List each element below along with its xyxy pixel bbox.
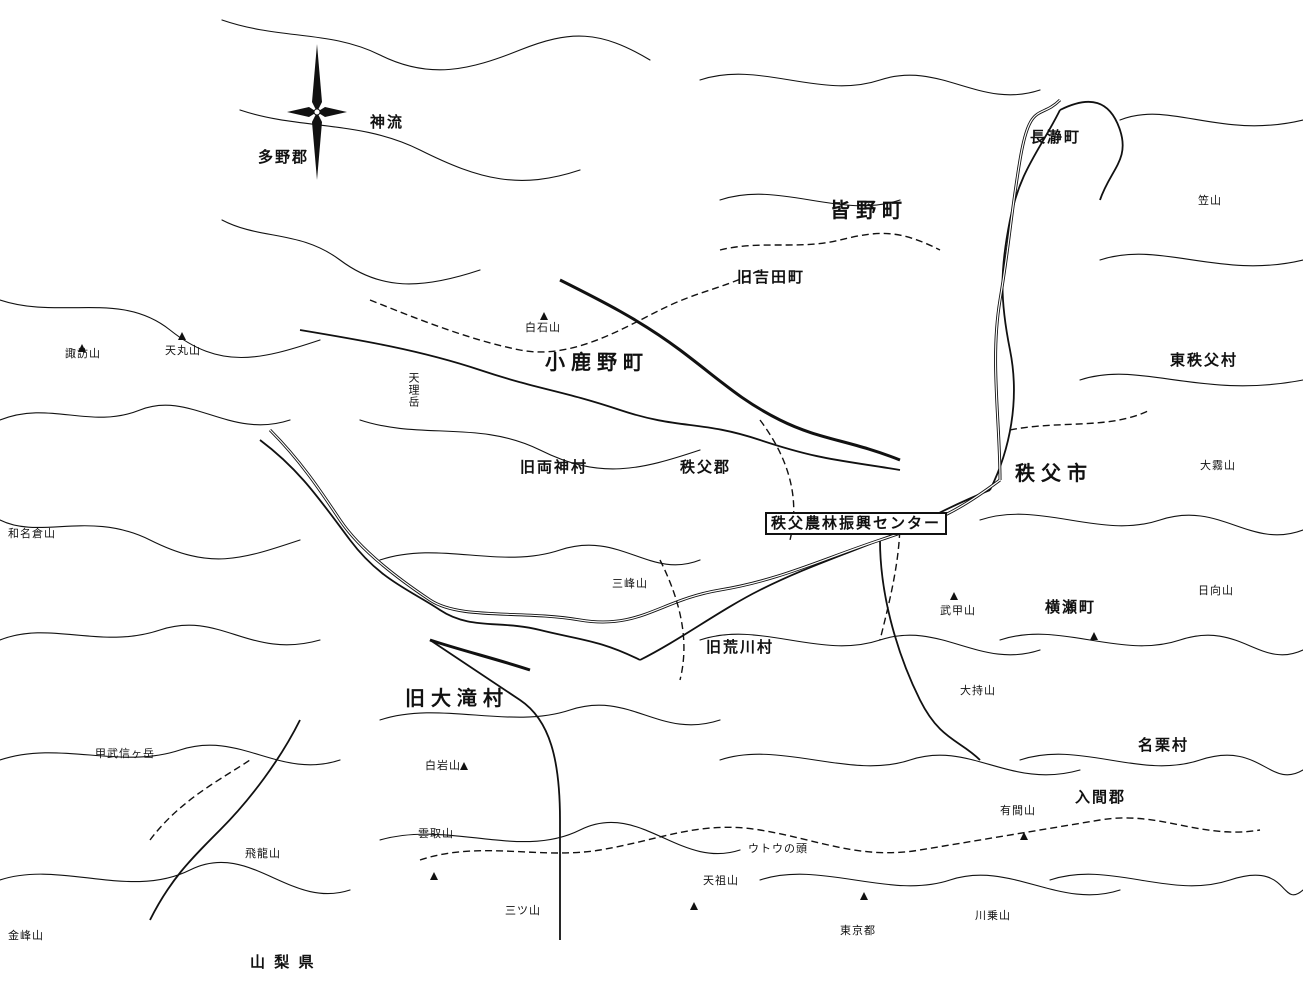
label-hiryu: 飛龍山 [245,847,281,860]
label-chichibu-city: 秩父市 [1015,461,1093,485]
contour-lines [0,19,1303,896]
label-naguri: 名栗村 [1138,736,1190,754]
label-shiraishi: 白石山 [525,321,561,334]
label-tenmaru: 天丸山 [165,344,201,357]
rivers [149,101,1124,940]
label-aritsu: 有間山 [1000,804,1036,817]
label-nikko: 日向山 [1198,584,1234,597]
label-sanpo: 三峰山 [612,577,648,590]
label-iruma-gun: 入間郡 [1075,788,1127,806]
label-minano: 皆野町 [830,198,908,222]
label-ogano: 小鹿野町 [545,350,649,374]
label-yokoze: 横瀬町 [1045,598,1097,616]
peak-marks [78,312,1098,910]
label-mitsuyama: 三ツ山 [505,904,541,917]
label-chichibu-gun: 秩父郡 [680,458,732,476]
label-suwa: 諏訪山 [65,347,101,360]
north-arrow-icon [287,44,347,180]
label-wakahiko: 和名倉山 [8,527,56,540]
label-tokyo: 東京都 [840,924,876,937]
label-yoshida: 旧吉田町 [737,268,806,286]
label-okochi: 大持山 [960,684,996,697]
label-kanna: 神流 [370,113,405,131]
label-agriculture-center: 秩父農林振興センター [765,512,948,535]
label-buko: 武甲山 [940,604,976,617]
label-bushu-hiro: 笠山 [1198,194,1222,207]
label-kobushi: 甲武信ヶ岳 [95,747,155,760]
label-kawanori: 川乗山 [975,909,1011,922]
label-shiraiwa: 白岩山 [425,759,461,772]
label-kumotori: 雲取山 [418,827,454,840]
label-tano-gun: 多野郡 [258,148,310,166]
main-roads [268,98,1062,672]
label-ryokami: 旧両神村 [520,458,589,476]
label-higashi-chichibu: 東秩父村 [1170,351,1239,369]
label-uto: ウトウの頭 [748,842,808,855]
label-tenri: 天理岳 [407,372,420,408]
label-otaki: 旧大滝村 [405,686,509,710]
label-nagatoro: 長瀞町 [1030,128,1082,146]
boundaries [149,232,1261,861]
label-kagamiyama: 大霧山 [1200,459,1236,472]
label-kanpu: 金峰山 [8,929,44,942]
label-tenso: 天祖山 [703,874,739,887]
label-yamanashi: 山 梨 県 [250,953,316,971]
label-arakawa: 旧荒川村 [706,638,775,656]
